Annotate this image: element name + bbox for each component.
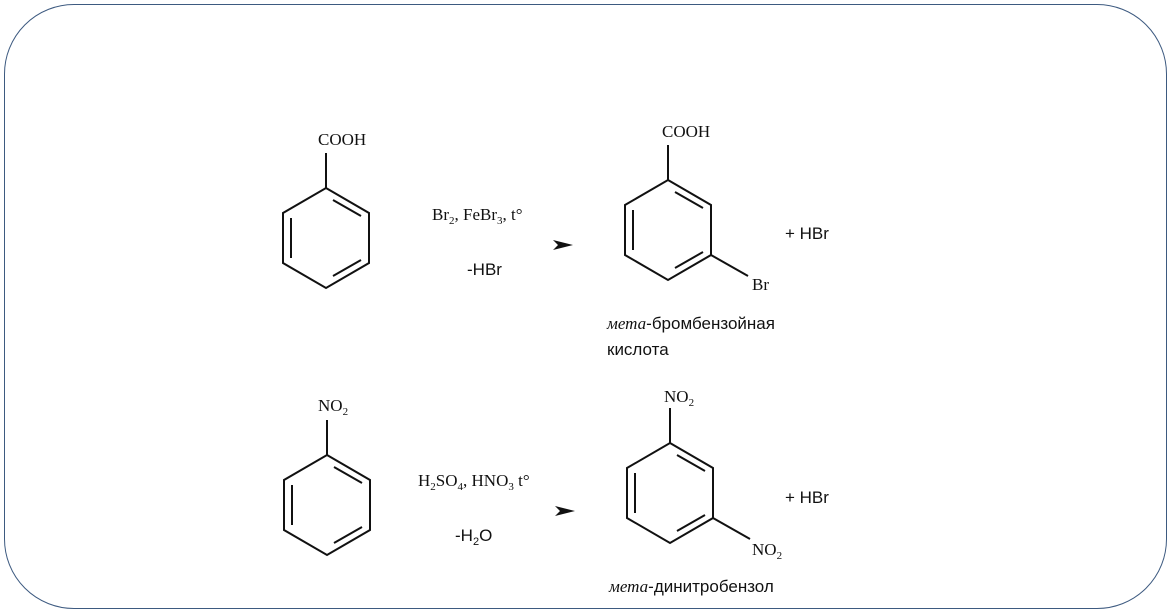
m-dinitrobenzene-ring [626, 408, 751, 545]
benzoic-acid-ring [282, 153, 370, 290]
product-1-name: мета-бромбензойная кислота [607, 314, 775, 359]
product-no2-bottom-bond [712, 517, 751, 540]
product-2-name: мета-динитробензол [609, 577, 774, 596]
product-2-no2-top-label: NO2 [664, 387, 695, 409]
reaction-arrow-2 [555, 506, 575, 516]
br-bond [710, 254, 749, 277]
reaction-arrow-1 [553, 240, 573, 250]
reaction-1-conditions-top: Br2, FeBr3, t° [432, 205, 523, 227]
reaction-1-conditions-bottom: -HBr [467, 260, 502, 279]
product-1-cooh-label: COOH [662, 122, 711, 141]
reaction-2-conditions-bottom: -H2O [455, 526, 493, 548]
reactant-2-no2-label: NO2 [318, 396, 349, 418]
scheme-frame [4, 4, 1167, 609]
reaction-2-byproduct: + HBr [785, 488, 829, 507]
nitrobenzene-ring [283, 420, 371, 557]
product-1-br-label: Br [752, 275, 769, 294]
m-bromobenzoic-acid-ring [624, 145, 749, 282]
reaction-2-conditions-top: H2SO4, HNO3 t° [418, 471, 530, 493]
product-2-no2-bottom-label: NO2 [752, 540, 783, 562]
reaction-1-byproduct: + HBr [785, 224, 829, 243]
reactant-1-cooh-label: COOH [318, 130, 367, 149]
